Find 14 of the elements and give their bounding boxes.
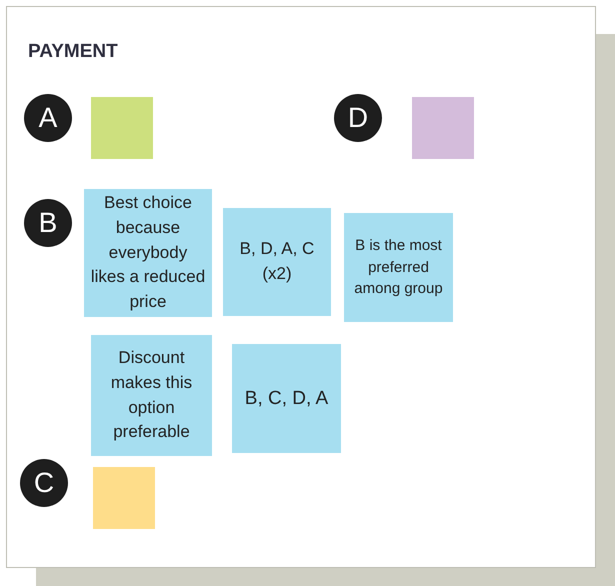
sticky-note: B is the most preferred among group: [344, 213, 453, 322]
blank-sticky-note: [91, 97, 153, 159]
sticky-note: B, D, A, C (x2): [223, 208, 331, 316]
letter-circle: B: [24, 199, 72, 247]
sticky-note: Best choice because everybody likes a reduced price: [84, 189, 212, 317]
sticky-note: Discount makes this option preferable: [91, 335, 212, 456]
letter-circle: A: [24, 94, 72, 142]
blank-sticky-note: [93, 467, 155, 529]
board-title: PAYMENT: [28, 41, 118, 63]
letter-circle: D: [334, 94, 382, 142]
blank-sticky-note: [412, 97, 474, 159]
board-panel: [6, 6, 596, 568]
letter-circle: C: [20, 459, 68, 507]
sticky-note: B, C, D, A: [232, 344, 341, 453]
